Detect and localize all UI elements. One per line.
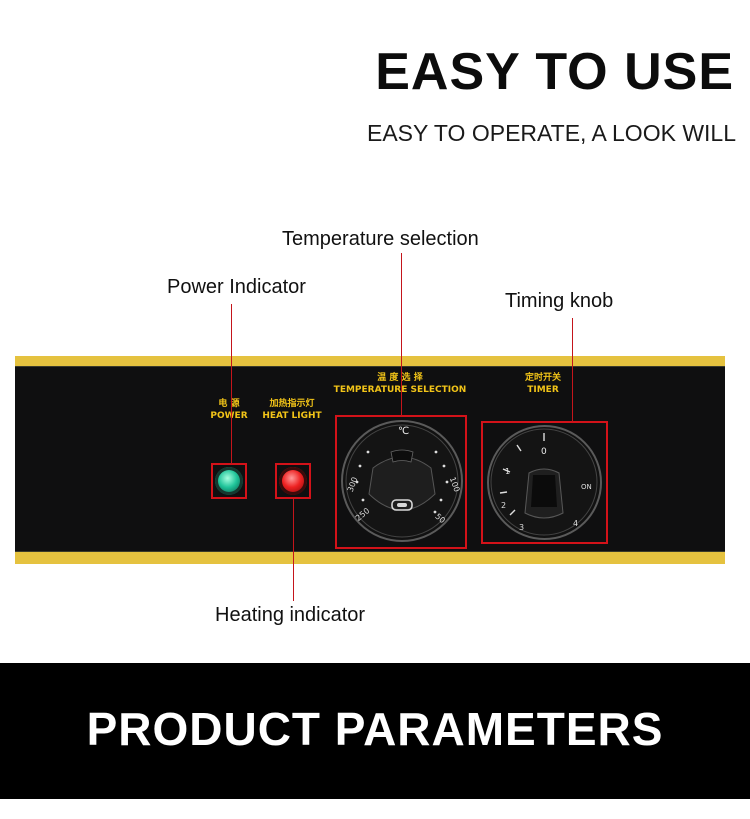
page-title: EASY TO USE bbox=[375, 43, 734, 101]
temperature-unit: ℃ bbox=[398, 426, 410, 437]
power-label-cn: 电 源 bbox=[218, 399, 240, 409]
timer-mark-4: 4 bbox=[573, 519, 579, 528]
temperature-knob-highlight bbox=[335, 415, 467, 549]
heat-light-label-cn: 加热指示灯 bbox=[269, 399, 315, 409]
timer-label-en: TIMER bbox=[527, 385, 559, 395]
power-indicator-highlight bbox=[211, 463, 247, 499]
temperature-knob-icon bbox=[345, 424, 459, 538]
timer-mark-on: ON bbox=[581, 483, 592, 491]
power-leader-line bbox=[231, 304, 232, 464]
heating-indicator-highlight bbox=[275, 463, 311, 499]
heating-leader-line bbox=[293, 499, 294, 601]
product-parameters-title: PRODUCT PARAMETERS bbox=[86, 703, 664, 755]
timing-callout: Timing knob bbox=[505, 290, 614, 312]
power-callout: Power Indicator bbox=[167, 276, 306, 298]
heat-light-label-en: HEAT LIGHT bbox=[262, 411, 322, 421]
temperature-label-en: TEMPERATURE SELECTION bbox=[333, 385, 467, 395]
heating-callout: Heating indicator bbox=[215, 604, 366, 626]
timer-knob[interactable]: 0 1 2 3 4 ON bbox=[487, 425, 602, 540]
temperature-callout: Temperature selection bbox=[282, 228, 479, 250]
heat-lamp-icon bbox=[279, 467, 307, 495]
timer-mark-2: 2 bbox=[501, 501, 507, 510]
temperature-knob[interactable]: ℃ 300 250 50 100 bbox=[341, 420, 463, 542]
page-subtitle: EASY TO OPERATE, A LOOK WILL bbox=[367, 120, 736, 146]
timing-leader-line bbox=[572, 318, 573, 422]
timer-mark-1: 1 bbox=[505, 467, 511, 476]
temperature-label-cn: 温 度 选 择 bbox=[377, 373, 423, 383]
temperature-leader-line bbox=[401, 253, 402, 416]
temperature-selection-label: 温 度 选 择 TEMPERATURE SELECTION bbox=[334, 372, 467, 396]
heat-light-label: 加热指示灯 HEAT LIGHT bbox=[262, 398, 321, 422]
power-lamp-icon bbox=[215, 467, 243, 495]
timer-mark-3: 3 bbox=[519, 523, 525, 532]
power-label-en: POWER bbox=[210, 411, 248, 421]
timer-mark-0: 0 bbox=[541, 447, 547, 457]
timer-label-cn: 定时开关 bbox=[524, 373, 562, 383]
timer-knob-icon bbox=[490, 428, 598, 536]
power-label: 电 源 POWER bbox=[210, 398, 247, 422]
product-parameters-banner bbox=[0, 663, 750, 799]
timer-label: 定时开关 TIMER bbox=[525, 372, 561, 396]
timer-knob-highlight bbox=[481, 421, 608, 544]
